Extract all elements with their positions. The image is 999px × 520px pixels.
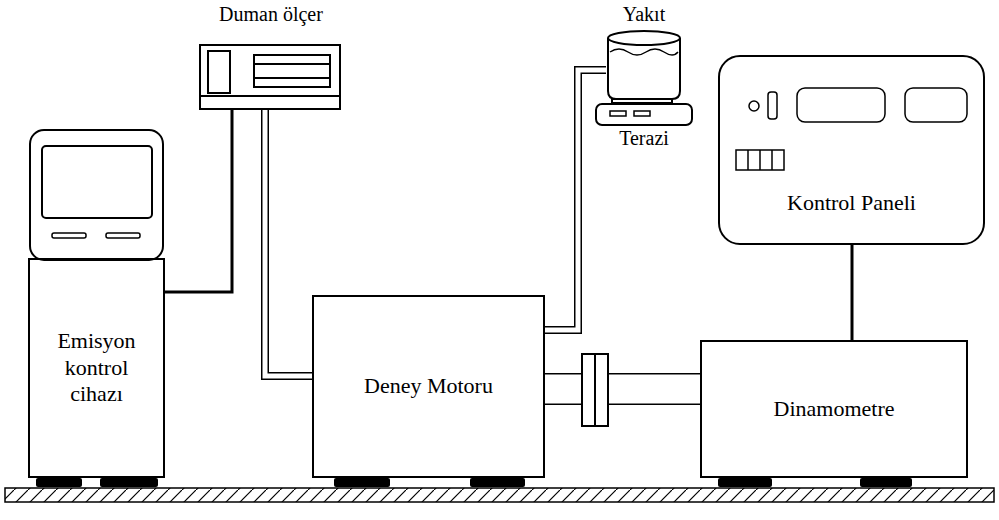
node-label: Emisyon kontrol cihazı	[36, 328, 157, 407]
node-label: Dinamometre	[774, 396, 895, 422]
emission-device-box: Emisyon kontrol cihazı	[28, 258, 165, 478]
fuel-container: Yakıt	[606, 2, 682, 100]
monitor-symbol	[30, 130, 163, 260]
node-label: Kontrol Paneli	[787, 190, 916, 216]
connector	[165, 110, 232, 292]
node-label: Terazi	[619, 126, 669, 150]
node-label: Yakıt	[623, 2, 665, 26]
machine-feet	[36, 478, 912, 487]
node-label: Deney Motoru	[364, 373, 493, 399]
scale-device: Terazi	[588, 98, 700, 150]
connector	[852, 245, 853, 340]
smoke-meter: Duman ölçer	[198, 2, 344, 110]
shaft-coupling	[582, 354, 608, 426]
ground-strip	[5, 488, 994, 502]
control-panel: Kontrol Paneli	[718, 55, 985, 245]
engine-box: Deney Motoru	[312, 295, 545, 478]
connector	[265, 110, 312, 376]
dynamometer-box: Dinamometre	[700, 340, 968, 478]
connector	[545, 389, 700, 390]
node-label: Duman ölçer	[219, 2, 323, 26]
panel-controls	[736, 88, 967, 170]
